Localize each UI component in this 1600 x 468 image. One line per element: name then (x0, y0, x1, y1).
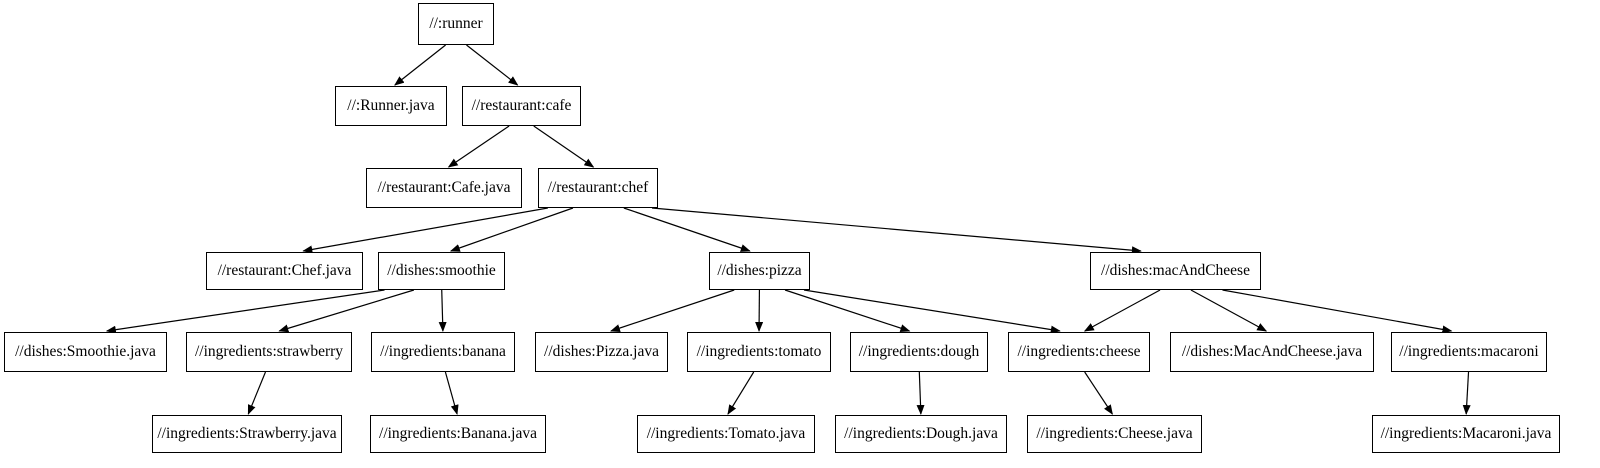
graph-node-label: //dishes:Smoothie.java (15, 343, 156, 361)
graph-edge-ingredients_dough-to-ingredients_dough_java (916, 371, 925, 415)
graph-node-runner[interactable]: //:runner (418, 3, 494, 45)
graph-edge-ingredients_macaroni-to-ingredients_macaroni_java (1462, 371, 1471, 415)
graph-edge-runner-to-runner_java (394, 44, 446, 86)
graph-node-label: //dishes:smoothie (387, 262, 496, 280)
graph-edge-ingredients_strawberry-to-ingredients_strawberry_java (247, 371, 267, 415)
graph-node-label: //ingredients:macaroni (1399, 343, 1539, 361)
graph-node-restaurant_cafe[interactable]: //restaurant:cafe (462, 86, 581, 126)
graph-edge-restaurant_chef-to-dishes_macandcheese (651, 207, 1142, 255)
graph-edge-restaurant_cafe-to-restaurant_chef (533, 125, 595, 168)
graph-node-label: //ingredients:Banana.java (379, 425, 537, 443)
graph-edge-ingredients_tomato-to-ingredients_tomato_java (727, 371, 755, 415)
graph-node-label: //ingredients:banana (380, 343, 506, 361)
graph-node-label: //ingredients:dough (858, 343, 980, 361)
graph-node-restaurant_cafe_java[interactable]: //restaurant:Cafe.java (366, 168, 522, 208)
graph-edge-dishes_smoothie-to-dishes_smoothie_java (105, 289, 385, 334)
graph-edge-dishes_smoothie-to-ingredients_strawberry (278, 289, 415, 333)
graph-edge-ingredients_cheese-to-ingredients_cheese_java (1084, 371, 1113, 415)
graph-node-dishes_pizza[interactable]: //dishes:pizza (709, 252, 810, 290)
graph-node-label: //ingredients:Dough.java (844, 425, 998, 443)
graph-node-label: //restaurant:chef (547, 179, 649, 197)
graph-node-dishes_macandcheese[interactable]: //dishes:macAndCheese (1090, 252, 1261, 290)
graph-node-label: //ingredients:Cheese.java (1036, 425, 1193, 443)
graph-node-ingredients_cheese_java[interactable]: //ingredients:Cheese.java (1027, 415, 1202, 453)
graph-edge-runner-to-restaurant_cafe (466, 44, 519, 86)
graph-node-label: //ingredients:tomato (696, 343, 822, 361)
graph-node-dishes_pizza_java[interactable]: //dishes:Pizza.java (535, 332, 668, 372)
graph-edge-dishes_pizza-to-ingredients_cheese (803, 289, 1061, 334)
graph-node-label: //ingredients:cheese (1017, 343, 1141, 361)
graph-node-label: //:Runner.java (347, 97, 435, 115)
graph-edge-dishes_macandcheese-to-ingredients_cheese (1083, 289, 1161, 332)
graph-node-label: //dishes:macAndCheese (1101, 262, 1250, 280)
graph-node-dishes_smoothie_java[interactable]: //dishes:Smoothie.java (4, 332, 167, 372)
graph-node-ingredients_strawberry_java[interactable]: //ingredients:Strawberry.java (152, 415, 342, 453)
graph-node-ingredients_cheese[interactable]: //ingredients:cheese (1008, 332, 1150, 372)
graph-node-label: //dishes:MacAndCheese.java (1181, 343, 1363, 361)
graph-edge-restaurant_chef-to-restaurant_chef_java (302, 207, 548, 254)
graph-edge-dishes_smoothie-to-ingredients_banana (438, 289, 447, 332)
graph-node-ingredients_macaroni[interactable]: //ingredients:macaroni (1391, 332, 1547, 372)
graph-node-label: //ingredients:Tomato.java (646, 425, 806, 443)
graph-edge-restaurant_chef-to-dishes_smoothie (449, 207, 574, 252)
graph-edge-dishes_macandcheese-to-dishes_macandcheese_java (1190, 289, 1268, 332)
graph-node-label: //ingredients:Macaroni.java (1380, 425, 1552, 443)
graph-node-dishes_macandcheese_java[interactable]: //dishes:MacAndCheese.java (1170, 332, 1374, 372)
graph-node-label: //ingredients:strawberry (194, 343, 344, 361)
graph-node-label: //restaurant:Chef.java (217, 262, 352, 280)
graph-node-label: //restaurant:cafe (471, 97, 572, 115)
graph-node-ingredients_banana[interactable]: //ingredients:banana (371, 332, 515, 372)
graph-node-label: //restaurant:Cafe.java (377, 179, 511, 197)
graph-node-label: //ingredients:Strawberry.java (157, 425, 337, 443)
graph-node-label: //dishes:Pizza.java (544, 343, 659, 361)
graph-node-ingredients_strawberry[interactable]: //ingredients:strawberry (186, 332, 352, 372)
graph-edge-dishes_macandcheese-to-ingredients_macaroni (1222, 289, 1453, 334)
graph-node-restaurant_chef[interactable]: //restaurant:chef (538, 168, 658, 208)
graph-edge-dishes_pizza-to-dishes_pizza_java (610, 289, 735, 332)
graph-edge-restaurant_cafe-to-restaurant_cafe_java (447, 125, 510, 168)
graph-node-ingredients_macaroni_java[interactable]: //ingredients:Macaroni.java (1372, 415, 1560, 453)
graph-node-label: //:runner (429, 15, 483, 33)
graph-node-ingredients_tomato_java[interactable]: //ingredients:Tomato.java (637, 415, 815, 453)
graph-edge-restaurant_chef-to-dishes_pizza (623, 207, 751, 252)
graph-node-ingredients_banana_java[interactable]: //ingredients:Banana.java (370, 415, 546, 453)
graph-node-restaurant_chef_java[interactable]: //restaurant:Chef.java (206, 252, 363, 290)
graph-node-runner_java[interactable]: //:Runner.java (335, 86, 447, 126)
graph-node-ingredients_dough[interactable]: //ingredients:dough (850, 332, 988, 372)
graph-node-ingredients_tomato[interactable]: //ingredients:tomato (687, 332, 831, 372)
graph-node-ingredients_dough_java[interactable]: //ingredients:Dough.java (835, 415, 1007, 453)
graph-edge-dishes_pizza-to-ingredients_dough (784, 289, 911, 332)
graph-node-label: //dishes:pizza (717, 262, 802, 280)
graph-edge-ingredients_banana-to-ingredients_banana_java (444, 371, 459, 415)
graph-node-dishes_smoothie[interactable]: //dishes:smoothie (378, 252, 505, 290)
